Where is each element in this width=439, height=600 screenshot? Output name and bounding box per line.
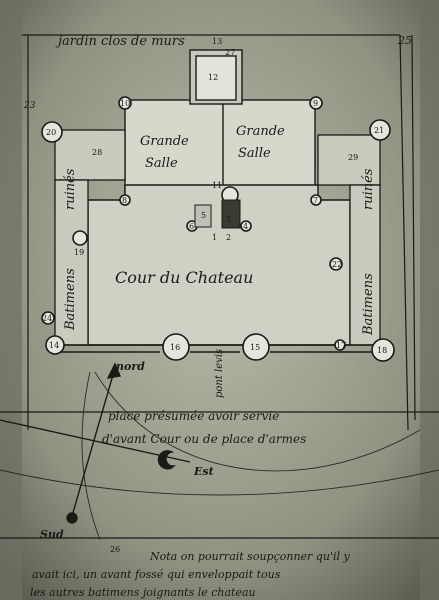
grande-salle-building bbox=[124, 49, 316, 201]
left-wing bbox=[54, 129, 126, 346]
tower-19 bbox=[72, 230, 88, 246]
place-note-line1: place présumée avoir servie bbox=[108, 409, 279, 423]
garden-label: jardin clos de murs bbox=[55, 34, 185, 49]
number-21: 21 bbox=[374, 126, 384, 135]
tower-16 bbox=[162, 333, 190, 361]
tower-9 bbox=[309, 96, 323, 110]
pont-levis-label: pont levis bbox=[214, 349, 225, 398]
tower-22 bbox=[329, 257, 343, 271]
number-7: 7 bbox=[313, 196, 318, 205]
ruine-right-label: ruinés bbox=[361, 168, 376, 210]
grande-salle-right-line2: Salle bbox=[238, 146, 271, 161]
number-27: 27 bbox=[225, 48, 235, 57]
nota-line3: les autres batimens joignants le chateau bbox=[30, 586, 256, 599]
number-29: 29 bbox=[348, 153, 358, 162]
compass bbox=[0, 362, 191, 524]
tower-15 bbox=[242, 333, 270, 361]
nota-line2: avait ici, un avant fossé qui enveloppai… bbox=[32, 568, 281, 581]
tower-17 bbox=[334, 339, 346, 351]
tower-24 bbox=[41, 311, 55, 325]
left-margin-number: 23 bbox=[23, 101, 36, 111]
tower-21 bbox=[369, 119, 391, 141]
number-26: 26 bbox=[110, 545, 120, 554]
right-wing bbox=[317, 134, 381, 346]
number-20: 20 bbox=[46, 128, 56, 137]
staircase bbox=[194, 199, 241, 229]
garden-wall bbox=[0, 34, 439, 539]
left-margin-strip bbox=[0, 0, 22, 600]
place-note-line2: d'avant Cour ou de place d'armes bbox=[102, 432, 306, 446]
number-10: 10 bbox=[120, 99, 130, 108]
est-label: Est bbox=[193, 465, 214, 478]
batiment-left-label: Batimens bbox=[63, 268, 78, 331]
nota-line1: Nota on pourrait soupçonner qu'il y bbox=[149, 550, 350, 563]
number-13: 13 bbox=[212, 37, 222, 46]
number-11: 11 bbox=[212, 181, 222, 190]
courtyard bbox=[87, 184, 351, 346]
tower-4 bbox=[240, 220, 252, 232]
tower-8 bbox=[119, 194, 131, 206]
tower-20 bbox=[41, 121, 63, 143]
tower-18 bbox=[371, 338, 395, 362]
number-24: 24 bbox=[42, 314, 52, 323]
room-numbers: 1 2 3 4 5 6 7 8 9 10 11 12 13 14 15 16 1… bbox=[42, 37, 387, 554]
batiment-right-label: Batimens bbox=[361, 273, 376, 336]
court-label: Cour du Chateau bbox=[115, 268, 253, 287]
tower-7 bbox=[310, 194, 322, 206]
number-1: 1 bbox=[212, 233, 217, 242]
grande-salle-left-line2: Salle bbox=[145, 156, 178, 171]
tower-14 bbox=[45, 335, 65, 355]
number-15: 15 bbox=[250, 343, 260, 352]
front-wall bbox=[60, 344, 385, 353]
corner-number: 25 bbox=[397, 34, 412, 47]
towers bbox=[41, 96, 395, 362]
sud-label: Sud bbox=[40, 528, 64, 541]
ruine-left-label: ruinés bbox=[63, 168, 78, 210]
nord-label: nord bbox=[116, 360, 145, 373]
number-5: 5 bbox=[201, 211, 206, 220]
number-12: 12 bbox=[208, 73, 218, 82]
number-3: 3 bbox=[226, 215, 231, 224]
right-margin-strip bbox=[420, 0, 439, 600]
number-6: 6 bbox=[189, 222, 194, 231]
grande-salle-right-line1: Grande bbox=[236, 124, 285, 139]
number-22: 22 bbox=[332, 260, 342, 269]
number-28: 28 bbox=[92, 148, 102, 157]
number-16: 16 bbox=[170, 343, 180, 352]
number-2: 2 bbox=[226, 233, 231, 242]
grande-salle-left-line1: Grande bbox=[140, 134, 189, 149]
number-18: 18 bbox=[377, 346, 387, 355]
tower-10 bbox=[118, 96, 132, 110]
number-8: 8 bbox=[122, 196, 127, 205]
number-14: 14 bbox=[49, 341, 59, 350]
number-19: 19 bbox=[74, 248, 84, 257]
number-9: 9 bbox=[313, 99, 318, 108]
number-17: 17 bbox=[336, 341, 346, 350]
avant-cour-curves bbox=[0, 371, 439, 541]
number-4: 4 bbox=[243, 222, 248, 231]
